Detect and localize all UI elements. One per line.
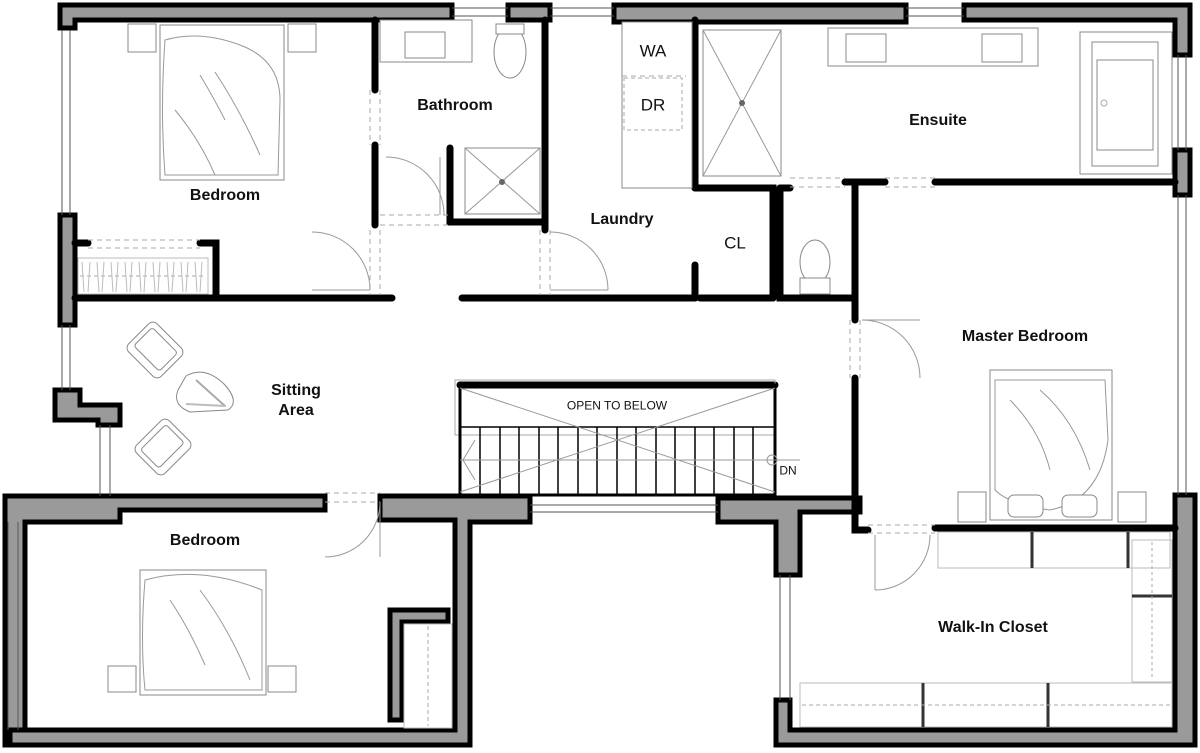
bed-icon: [127, 23, 317, 181]
room-label-laundry: Laundry: [590, 211, 654, 228]
closet-rod-icon: [77, 257, 209, 295]
washer-label: WA: [639, 41, 667, 61]
ensuite-fixtures: [702, 27, 1173, 177]
room-label-bedroom-sw: Bedroom: [169, 532, 241, 549]
open-to-below-label: OPEN TO BELOW: [566, 398, 668, 413]
toilet-icon: [799, 239, 831, 295]
doors: [88, 90, 935, 591]
bathroom-fixtures: [379, 19, 541, 215]
room-label-bathroom: Bathroom: [417, 97, 493, 114]
interior-walls: [71, 16, 1179, 534]
room-label-bedroom-nw: Bedroom: [189, 187, 261, 204]
stair-down-label: DN: [779, 463, 797, 478]
closet-rod-icon-sw: [403, 623, 453, 729]
closet-label: CL: [724, 233, 746, 253]
laundry-fixtures: [621, 21, 693, 189]
room-label-walk-in-closet: Walk-In Closet: [938, 619, 1048, 636]
windows: [7, 7, 1187, 730]
room-label-ensuite: Ensuite: [909, 112, 967, 129]
sitting-furniture: [126, 321, 234, 476]
master-bed-icon: [957, 369, 1147, 523]
closet-shelving: [799, 531, 1173, 728]
room-label-sitting-area: Sitting Area: [271, 382, 321, 419]
dryer-label: DR: [640, 95, 666, 115]
bed-icon-sw: [107, 569, 297, 696]
room-label-master-bedroom: Master Bedroom: [961, 328, 1089, 345]
stair-icon: [454, 379, 800, 497]
